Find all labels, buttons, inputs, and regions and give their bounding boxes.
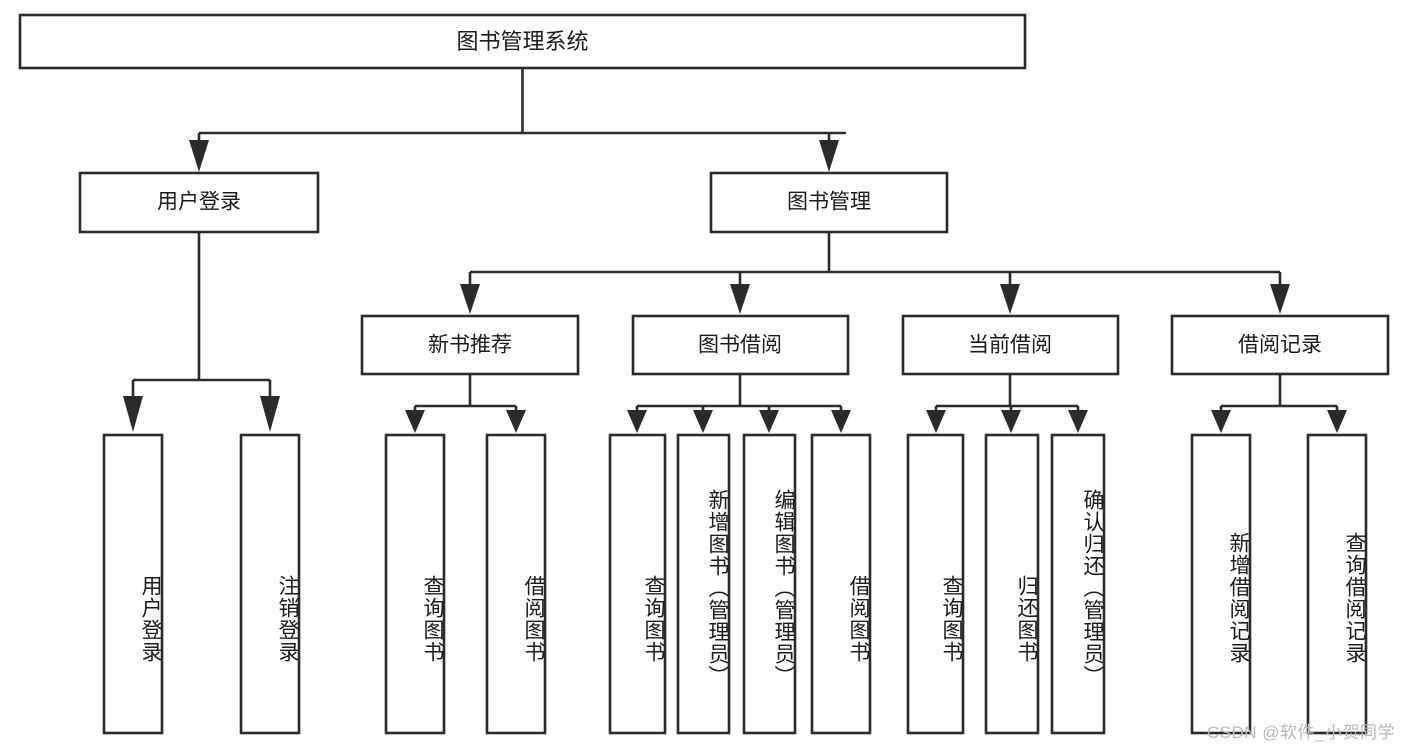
- connector-group-book-borrow: [627, 374, 851, 433]
- arrowhead-leaf-confirm-return-admin: [1068, 410, 1088, 433]
- node-borrow-record-label: 借阅记录: [1238, 334, 1322, 357]
- connector-group-book-manage: [460, 232, 1290, 314]
- node-leaf-query-book-1-box[interactable]: [384, 433, 446, 735]
- node-leaf-add-record-box[interactable]: [1190, 433, 1252, 735]
- node-book-borrow[interactable]: 图书借阅: [631, 314, 850, 376]
- connector-group-current-borrow: [926, 374, 1088, 433]
- node-leaf-query-book-3-box[interactable]: [906, 433, 965, 735]
- arrowhead-leaf-query-record: [1327, 410, 1347, 433]
- node-leaf-query-record-box[interactable]: [1306, 433, 1368, 735]
- arrowhead-leaf-borrow-book-1: [506, 410, 526, 433]
- node-root-box[interactable]: [18, 13, 1027, 70]
- arrowhead-book-borrow: [730, 284, 750, 314]
- node-leaf-return-book-box[interactable]: [984, 433, 1040, 735]
- node-book-borrow-box[interactable]: [631, 314, 850, 376]
- node-new-book-recommend-label: 新书推荐: [428, 334, 512, 357]
- arrowhead-leaf-query-book-1: [405, 410, 425, 433]
- arrowhead-leaf-edit-book-admin: [759, 410, 779, 433]
- node-root-label: 图书管理系统: [456, 29, 588, 54]
- leaf-boxes: [102, 433, 1368, 735]
- arrowhead-leaf-add-record: [1211, 410, 1231, 433]
- node-new-book-recommend-box[interactable]: [360, 314, 580, 376]
- node-leaf-confirm-return-admin-box[interactable]: [1050, 433, 1106, 735]
- connector-group-user-login: [123, 232, 280, 432]
- node-borrow-record[interactable]: 借阅记录: [1170, 314, 1390, 376]
- node-leaf-query-book-2-box[interactable]: [608, 433, 667, 735]
- node-leaf-borrow-book-2-box[interactable]: [810, 433, 872, 735]
- arrowhead-leaf-query-book-3: [926, 410, 946, 433]
- arrowhead-leaf-borrow-book-2: [831, 410, 851, 433]
- arrowhead-user-login: [189, 140, 209, 172]
- node-book-manage[interactable]: 图书管理: [709, 171, 949, 234]
- node-book-borrow-label: 图书借阅: [698, 334, 782, 357]
- node-leaf-user-logout-box[interactable]: [239, 433, 301, 735]
- arrowhead-leaf-add-book-admin: [693, 410, 713, 433]
- node-leaf-borrow-book-1-box[interactable]: [485, 433, 547, 735]
- node-user-login[interactable]: 用户登录: [78, 171, 320, 234]
- node-new-book-recommend[interactable]: 新书推荐: [360, 314, 580, 376]
- node-current-borrow-label: 当前借阅: [968, 334, 1052, 357]
- arrowhead-new-book-recommend: [460, 284, 480, 314]
- node-root[interactable]: 图书管理系统: [18, 13, 1027, 70]
- arrowhead-leaf-return-book: [1001, 410, 1021, 433]
- node-book-manage-label: 图书管理: [787, 191, 871, 214]
- connector-group-root: [189, 68, 846, 172]
- connector-group-new-book-recommend: [405, 374, 526, 433]
- node-borrow-record-box[interactable]: [1170, 314, 1390, 376]
- node-user-login-label: 用户登录: [157, 191, 241, 214]
- arrowhead-current-borrow: [1000, 284, 1020, 314]
- arrowhead-borrow-record: [1270, 284, 1290, 314]
- csdn-watermark: CSDN @软件_小贺同学: [1206, 723, 1395, 742]
- node-leaf-edit-book-admin-box[interactable]: [742, 433, 797, 735]
- node-current-borrow-box[interactable]: [901, 314, 1120, 376]
- node-user-login-box[interactable]: [78, 171, 320, 234]
- node-leaf-add-book-admin-box[interactable]: [676, 433, 731, 735]
- connector-group-borrow-record: [1211, 374, 1347, 433]
- node-current-borrow[interactable]: 当前借阅: [901, 314, 1120, 376]
- arrowhead-leaf-user-login: [123, 396, 143, 432]
- arrowhead-leaf-query-book-2: [627, 410, 647, 433]
- arrowhead-leaf-user-logout: [260, 396, 280, 432]
- node-book-manage-box[interactable]: [709, 171, 949, 234]
- node-leaf-user-login-box[interactable]: [102, 433, 164, 735]
- arrowhead-book-manage: [819, 140, 839, 172]
